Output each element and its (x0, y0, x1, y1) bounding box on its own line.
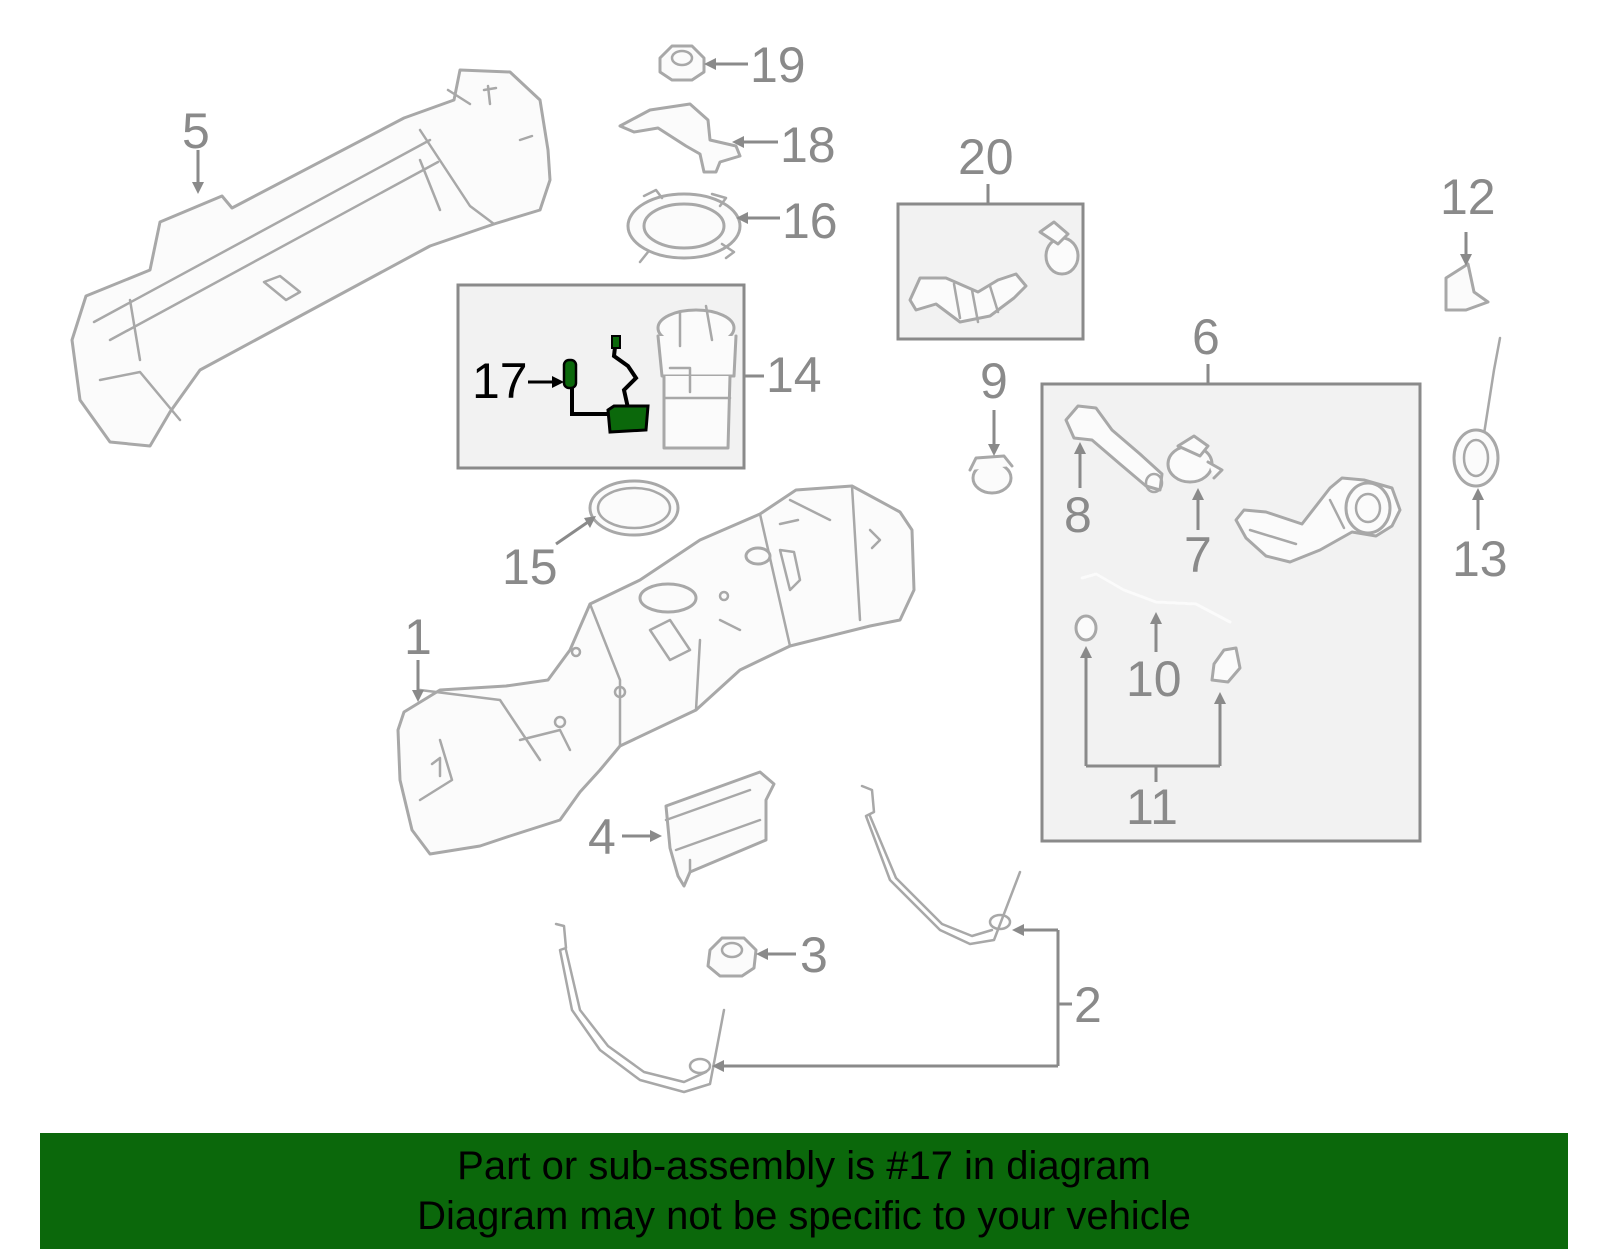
part-5-shield (70, 68, 552, 448)
part-15-seal (588, 479, 680, 537)
callout-17: 17 (472, 353, 528, 409)
callout-19: 19 (750, 37, 806, 93)
banner-line-part: Part or sub-assembly is #17 in diagram (457, 1144, 1151, 1188)
part-2-tank-straps (554, 784, 1022, 1094)
callout-5: 5 (182, 103, 210, 159)
callout-10: 10 (1126, 651, 1182, 707)
part-18-bracket (618, 102, 742, 174)
group-box-6 (1040, 382, 1422, 843)
part-9-clamp (968, 454, 1014, 495)
callout-11: 11 (1126, 779, 1178, 835)
part-7-clamp (1166, 434, 1224, 484)
callout-2: 2 (1074, 977, 1102, 1033)
leader-lines (192, 58, 1484, 1072)
part-6-filler-pipe (1234, 476, 1402, 564)
part-19-nut (658, 44, 706, 82)
part-3-nut (706, 936, 758, 978)
part-12-bracket (1444, 262, 1490, 312)
part-8-hose (1064, 404, 1164, 494)
callout-7: 7 (1184, 527, 1212, 583)
callout-6: 6 (1192, 309, 1220, 365)
part-1-fuel-tank (396, 484, 916, 856)
callout-12: 12 (1440, 169, 1496, 225)
part-20-hose-kit (908, 220, 1080, 324)
callout-9: 9 (980, 353, 1008, 409)
part-17-wiring-harness (562, 335, 650, 434)
callout-4: 4 (588, 809, 616, 865)
callout-1: 1 (404, 609, 432, 665)
banner-line-disclaimer: Diagram may not be specific to your vehi… (417, 1194, 1191, 1238)
part-14-fuel-pump-module (656, 304, 738, 450)
part-13-fuel-door (1452, 336, 1502, 488)
callout-14: 14 (766, 347, 822, 403)
callout-8: 8 (1064, 487, 1092, 543)
part-info-banner: Part or sub-assembly is #17 in diagram D… (40, 1133, 1568, 1249)
callout-16: 16 (782, 193, 838, 249)
part-11-seal-kit (1074, 614, 1242, 684)
callout-3: 3 (800, 927, 828, 983)
part-4-heat-shield (664, 770, 776, 888)
part-16-lock-ring (626, 188, 742, 264)
callout-13: 13 (1452, 531, 1508, 587)
part-10-vent-hose (1080, 572, 1232, 624)
callout-18: 18 (780, 117, 836, 173)
callout-20: 20 (958, 129, 1014, 185)
callout-15: 15 (502, 539, 558, 595)
